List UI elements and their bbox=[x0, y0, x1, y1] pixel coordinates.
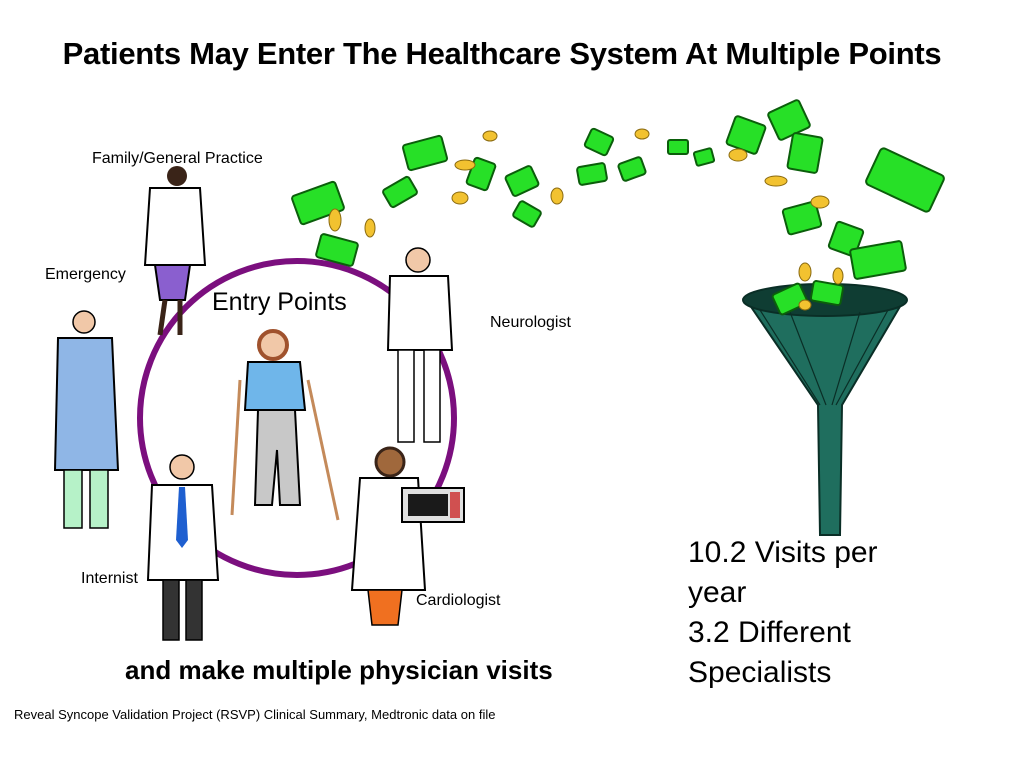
funnel bbox=[742, 283, 908, 536]
physician-visits-caption: and make multiple physician visits bbox=[125, 655, 553, 685]
visits-per-year-stat: 10.2 Visits per year bbox=[688, 536, 878, 609]
neurologist-label: Neurologist bbox=[490, 314, 571, 331]
cardiologist-label: Cardiologist bbox=[416, 592, 501, 609]
source-citation: Reveal Syncope Validation Project (RSVP)… bbox=[14, 707, 496, 722]
neurologist-figure bbox=[386, 247, 454, 443]
visit-stats: 10.2 Visits per year 3.2 Different Speci… bbox=[688, 533, 918, 693]
family-practice-label: Family/General Practice bbox=[92, 150, 263, 167]
internist-figure bbox=[146, 454, 220, 641]
emergency-label: Emergency bbox=[45, 266, 126, 283]
internist-label: Internist bbox=[81, 570, 138, 587]
money-stream bbox=[291, 99, 945, 316]
entry-points-circle bbox=[137, 258, 457, 578]
slide-title: Patients May Enter The Healthcare System… bbox=[62, 36, 942, 71]
entry-points-label: Entry Points bbox=[212, 288, 347, 316]
patient-on-crutches-figure bbox=[230, 329, 340, 521]
cardiologist-figure bbox=[350, 446, 465, 626]
emergency-doctor-figure bbox=[53, 310, 120, 529]
family-practice-doctor-figure bbox=[143, 166, 207, 336]
specialists-stat: 3.2 Different Specialists bbox=[688, 616, 851, 689]
